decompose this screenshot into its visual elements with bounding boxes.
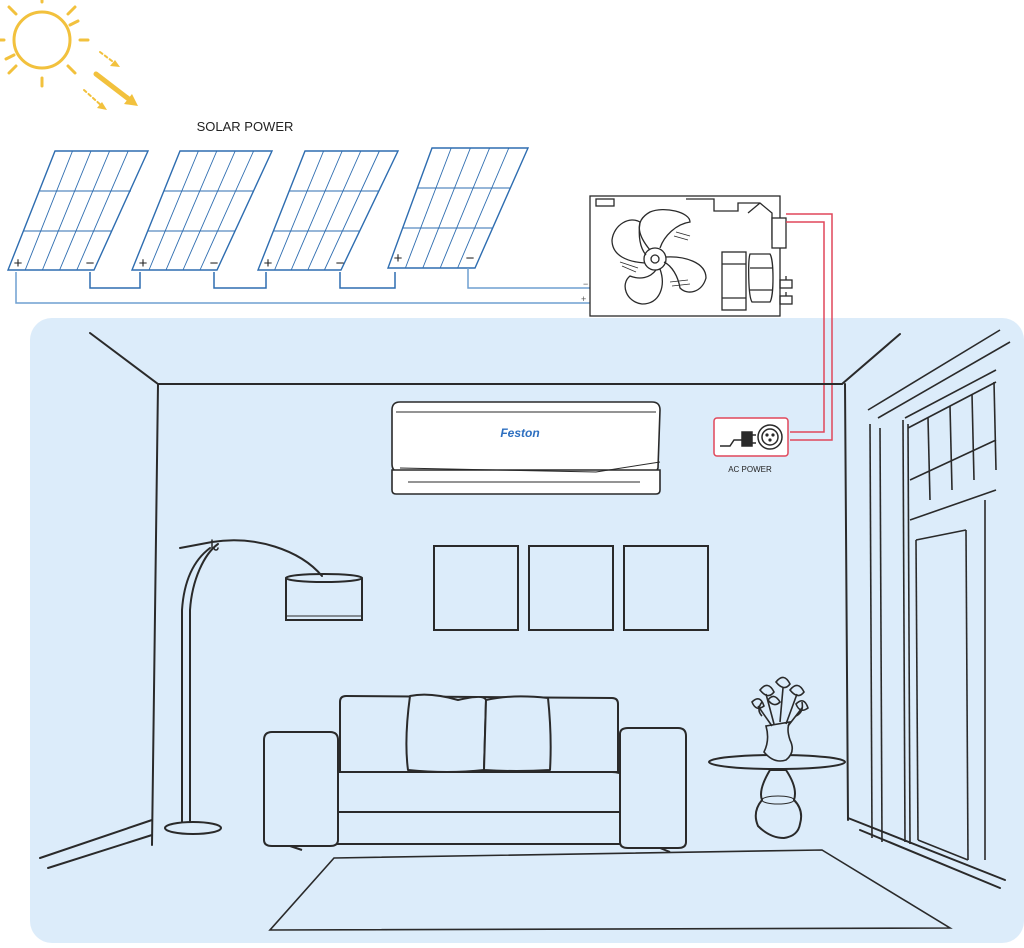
side-table: [708, 754, 846, 840]
ac-power-outlet: [713, 417, 789, 457]
terminal-plus-2: +: [139, 255, 148, 272]
solar-panel-4: [386, 147, 530, 269]
wire-plus-mark: +: [581, 294, 586, 304]
rug: [268, 849, 953, 931]
terminal-minus-4: −: [466, 250, 475, 267]
outdoor-unit: [589, 195, 793, 317]
room-walls: [39, 332, 1006, 889]
solar-panel-array: [6, 147, 530, 271]
terminal-minus-2: −: [210, 255, 219, 272]
picture-frame-1: [433, 545, 519, 631]
terminal-minus-3: −: [336, 255, 345, 272]
picture-frame-3: [623, 545, 709, 631]
socket-icon: [757, 424, 783, 450]
solar-panel-2: [130, 150, 274, 271]
sofa-cushion-right: [483, 695, 552, 772]
compressor: [721, 251, 774, 311]
brand-logo: Feston: [500, 426, 539, 440]
plug-icon: [720, 431, 756, 447]
sofa-arm-right: [619, 727, 687, 849]
panel-wiring: [15, 268, 590, 304]
window-door: [867, 329, 1011, 861]
flower-vase: [751, 676, 809, 762]
outdoor-fan-icon: [611, 208, 707, 305]
solar-power-label: SOLAR POWER: [197, 119, 294, 134]
sofa: [263, 693, 687, 853]
solar-panel-3: [256, 150, 400, 271]
sun-icon: [0, 0, 90, 88]
sofa-cushion-left: [405, 693, 487, 773]
ac-power-wires: [786, 213, 833, 441]
service-valves: [779, 276, 793, 305]
wire-minus-mark: −: [583, 279, 588, 289]
terminal-minus-1: −: [86, 255, 95, 272]
terminal-plus-4: +: [394, 250, 403, 267]
floor-lamp: [164, 539, 363, 835]
sofa-arm-left: [263, 731, 339, 847]
solar-panel-1: [6, 150, 150, 271]
terminal-plus-3: +: [264, 255, 273, 272]
ac-power-label: AC POWER: [728, 465, 772, 474]
wall-frames: [433, 545, 709, 631]
sun-ray-arrows: [83, 51, 138, 110]
terminal-plus-1: +: [14, 255, 23, 272]
panel-terminals: + − + − + − + −: [14, 250, 475, 272]
picture-frame-2: [528, 545, 614, 631]
indoor-ac-unit: [391, 401, 661, 495]
